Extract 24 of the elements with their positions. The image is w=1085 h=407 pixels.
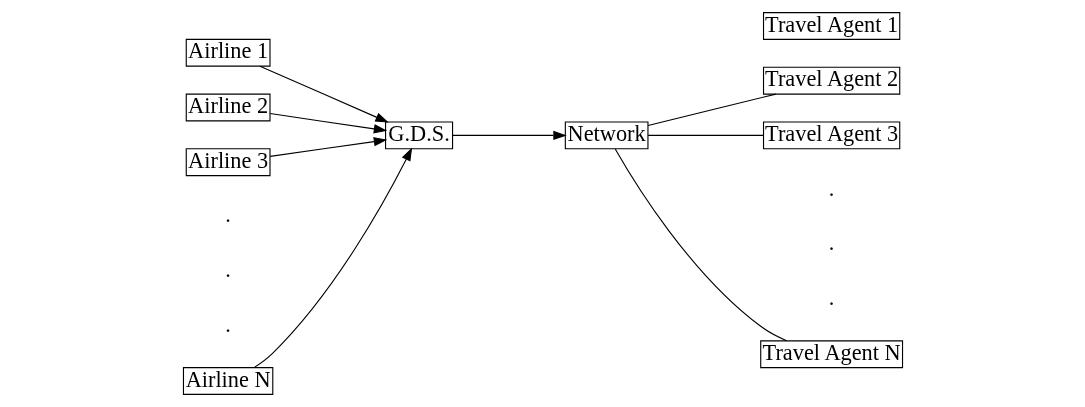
node-box: Airline N	[182, 367, 273, 395]
arrow	[258, 65, 389, 123]
label: .	[828, 230, 834, 256]
node-box: Airline 2	[185, 93, 271, 122]
node-box: Travel Agent 3	[762, 121, 900, 150]
node-box: Travel Agent N	[759, 340, 903, 369]
connector	[614, 148, 787, 342]
node-box: Airline 1	[185, 38, 271, 67]
arrow	[269, 112, 387, 134]
arrow	[269, 137, 387, 157]
label: .	[224, 257, 231, 283]
label: .	[224, 311, 231, 337]
node-box: Travel Agent 2	[762, 66, 900, 95]
label: .	[828, 175, 834, 201]
node-box: Airline 3	[185, 148, 271, 177]
arrow	[451, 130, 567, 141]
connector	[647, 93, 776, 127]
label: .	[828, 285, 834, 311]
arrow	[253, 147, 412, 369]
connector	[647, 134, 764, 136]
node-box: G.D.S.	[384, 121, 453, 150]
node-box: Network	[564, 121, 648, 150]
node-box: Travel Agent 1	[762, 12, 900, 40]
label: .	[224, 202, 231, 228]
